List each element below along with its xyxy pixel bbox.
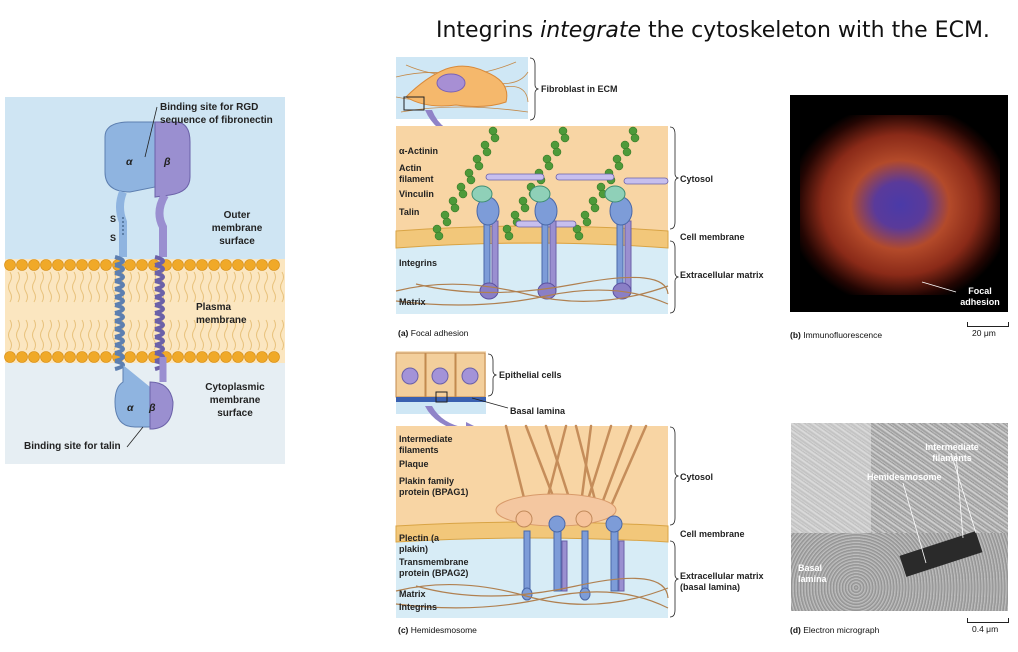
focal-label-actin: Actin filament — [399, 163, 434, 184]
electron-micrograph-image — [791, 423, 1008, 611]
hemi-brace-ecm — [669, 540, 680, 618]
title-emphasis: integrate — [540, 18, 641, 43]
hemi-cell-membrane-label: Cell membrane — [680, 529, 745, 539]
scale-d-label: 0.4 μm — [972, 624, 999, 634]
beta-symbol-top: β — [164, 156, 171, 168]
focal-label-vinculin: Vinculin — [399, 189, 434, 199]
hemi-ecm-label: Extracellular matrix (basal lamina) — [680, 571, 764, 592]
caption-d-text: Electron micrograph — [803, 625, 880, 635]
caption-c-letter: (c) — [398, 625, 409, 635]
basal-lamina-inset-label: Basal lamina — [510, 406, 566, 416]
focal-adhesion-pointer — [921, 281, 957, 293]
scale-bar-b — [967, 322, 1009, 327]
focal-label-talin: Talin — [399, 207, 420, 217]
epithelial-cells-label: Epithelial cells — [499, 370, 562, 380]
hemidesmosome-graphic — [395, 424, 669, 609]
focal-brace-ecm — [669, 240, 680, 314]
caption-d-letter: (d) — [790, 625, 801, 635]
alpha-symbol-bottom: α — [127, 402, 134, 414]
title-prefix: Integrins — [436, 18, 541, 43]
caption-a: (a) Focal adhesion — [398, 328, 468, 338]
micrograph-intermediate-label: Intermediate filaments — [925, 442, 979, 463]
fibroblast-ecm-label: Fibroblast in ECM — [541, 84, 618, 94]
scale-bar-d — [967, 618, 1009, 623]
disulfide-s1: S — [110, 214, 117, 224]
focal-cell-membrane-label: Cell membrane — [680, 232, 745, 242]
micrograph-pointers — [902, 452, 977, 564]
hemi-label-intermediate: Intermediate filaments — [399, 434, 453, 455]
hemi-label-plectin: Plectin (a plakin) — [399, 533, 440, 554]
focal-adhesion-graphic — [395, 126, 669, 306]
caption-b-text: Immunofluorescence — [803, 330, 883, 340]
micrograph-basal-label: Basal lamina — [798, 563, 827, 584]
focal-ecm-label: Extracellular matrix — [680, 270, 764, 280]
disulfide-s2: S — [110, 233, 117, 243]
micrograph-hemidesmosome-label: Hemidesmosome — [867, 472, 942, 482]
title-suffix: the cytoskeleton with the ECM. — [641, 18, 990, 43]
caption-a-text: Focal adhesion — [410, 328, 469, 338]
focal-adhesion-photo-label: Focal adhesion — [960, 286, 1000, 307]
hemi-label-plakin: Plakin family protein (BPAG1) — [399, 476, 469, 497]
outer-surface-label: Outer membrane surface — [211, 210, 263, 247]
epithelial-inset-graphic — [395, 352, 486, 414]
immunofluorescence-image — [790, 95, 1008, 312]
focal-cytosol-label: Cytosol — [680, 174, 714, 184]
rgd-binding-label: Binding site for RGD sequence of fibrone… — [160, 102, 273, 126]
alpha-symbol-top: α — [126, 156, 133, 168]
hemi-label-bpag2: Transmembrane protein (BPAG2) — [399, 557, 469, 578]
scale-b-label: 20 μm — [972, 328, 996, 338]
caption-a-letter: (a) — [398, 328, 409, 338]
page-title: Integrins integrate the cytoskeleton wit… — [436, 18, 990, 43]
plasma-membrane-label: Plasma membrane — [196, 302, 247, 326]
caption-b-letter: (b) — [790, 330, 801, 340]
hemi-label-matrix: Matrix — [399, 589, 426, 599]
beta-symbol-bottom: β — [149, 402, 156, 414]
focal-label-matrix: Matrix — [399, 297, 426, 307]
caption-c-text: Hemidesmosome — [410, 625, 477, 635]
focal-label-actinin: α-Actinin — [399, 146, 439, 156]
hemi-brace-cytosol — [669, 426, 680, 526]
caption-d: (d) Electron micrograph — [790, 625, 879, 635]
cytoplasmic-surface-label: Cytoplasmic membrane surface — [205, 382, 265, 419]
caption-b: (b) Immunofluorescence — [790, 330, 882, 340]
hemi-label-plaque: Plaque — [399, 459, 429, 469]
epithelial-brace — [487, 353, 498, 397]
inset-brace — [529, 57, 540, 121]
hemi-cytosol-label: Cytosol — [680, 472, 714, 482]
basal-lamina-pointer — [471, 397, 509, 409]
integrin-structure-graphic — [4, 106, 285, 464]
caption-c: (c) Hemidesmosome — [398, 625, 477, 635]
fibroblast-inset-graphic — [395, 61, 529, 113]
focal-label-integrins: Integrins — [399, 258, 438, 268]
hemi-label-integrins: Integrins — [399, 602, 438, 612]
talin-binding-label: Binding site for talin — [24, 441, 121, 452]
focal-brace-cytosol — [669, 126, 680, 230]
